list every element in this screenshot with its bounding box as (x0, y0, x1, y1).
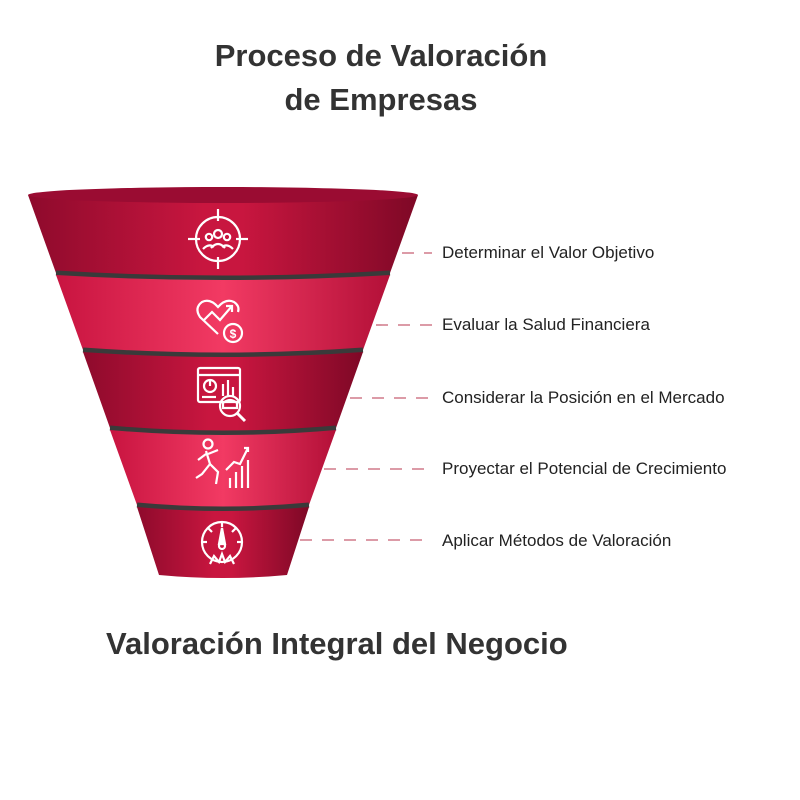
speedometer-icon (200, 520, 244, 565)
connector-lines (300, 252, 432, 541)
stage-label-5: Aplicar Métodos de Valoración (442, 531, 672, 550)
diagram-title-line-2: de Empresas (284, 82, 478, 117)
diagram-title-line-1: Proceso de Valoración (214, 38, 548, 73)
stage-label-2: Evaluar la Salud Financiera (442, 315, 650, 334)
funnel-stage-1 (28, 187, 418, 281)
diagram-title: Proceso de Valoración de Empresas (0, 34, 762, 122)
target-group-icon (188, 209, 248, 269)
svg-text:$: $ (230, 327, 237, 341)
funnel-band-4 (110, 430, 336, 509)
separator-2 (82, 347, 364, 358)
funnel-stage-4 (110, 430, 336, 512)
stage-label-4: Proyectar el Potencial de Crecimiento (442, 459, 727, 478)
market-analysis-icon (196, 366, 247, 423)
stage-label-3: Considerar la Posición en el Mercado (442, 388, 725, 407)
separator-3 (109, 425, 337, 436)
separator-1 (55, 270, 391, 281)
funnel-top-rim (28, 187, 418, 203)
runner-growth-icon (195, 438, 250, 488)
stage-label-1: Determinar el Valor Objetivo (442, 243, 655, 262)
funnel-result-label: Valoración Integral del Negocio (106, 626, 568, 661)
heart-growth-dollar-icon: $ (196, 299, 244, 344)
separator-4 (136, 502, 310, 512)
funnel-stage-3 (83, 352, 363, 436)
funnel-stage-5 (137, 507, 309, 578)
funnel-stage-2: $ (56, 275, 390, 358)
